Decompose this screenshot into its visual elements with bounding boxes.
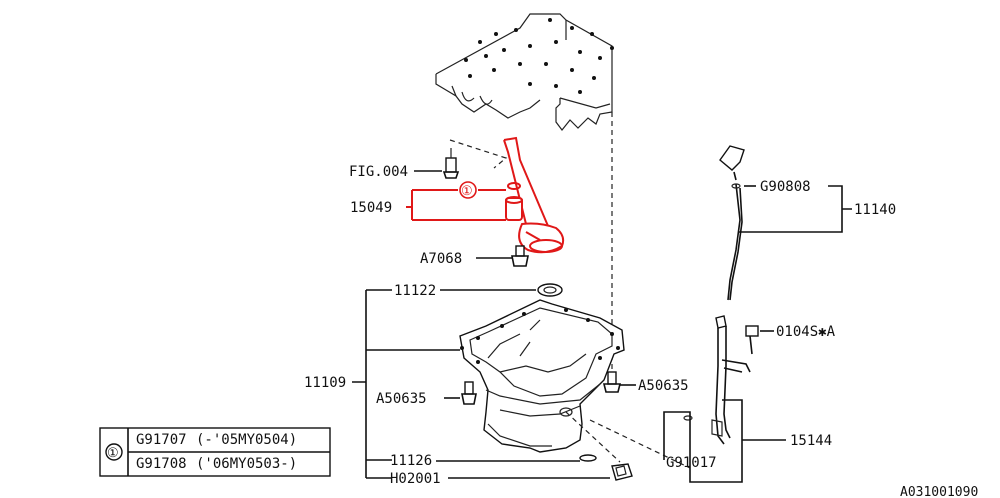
legend-row-2-range: ('06MY0503-)	[196, 456, 297, 472]
callout-fig-ref: FIG.004	[349, 164, 408, 180]
drain-washer	[579, 454, 597, 462]
engine-block-bolt-holes	[464, 18, 614, 94]
drain-alignment-line	[565, 411, 691, 469]
level-gauge	[719, 145, 745, 301]
callout-drain-washer: 11126	[390, 453, 432, 469]
pan-bolt-right	[602, 371, 622, 393]
pan-bolt-left	[461, 381, 477, 405]
callout-pan-assembly: 11109	[304, 375, 346, 391]
pan-gasket-ring	[537, 283, 563, 297]
legend-row-1-range: (-'05MY0504)	[196, 432, 297, 448]
leader-lines	[352, 170, 852, 483]
callout-strainer-bolt: A7068	[420, 251, 462, 267]
callout-pan-gasket: 11122	[394, 283, 436, 299]
alignment-line-fig	[449, 139, 508, 169]
callout-pan-bolt-right: A50635	[638, 378, 689, 394]
oil-strainer	[503, 136, 565, 254]
gauge-guide	[711, 315, 751, 445]
legend-symbol: ①	[107, 446, 119, 461]
guide-o-ring	[683, 415, 693, 421]
callout-drain-plug: H02001	[390, 471, 441, 487]
callout-guide-o-ring: G91017	[666, 455, 717, 471]
guide-bolt	[745, 325, 759, 355]
strainer-gasket-ref-marker: ①	[459, 181, 477, 199]
engine-block-outline	[435, 13, 613, 131]
callout-pan-bolt-left: A50635	[376, 391, 427, 407]
callout-strainer: 15049	[350, 200, 392, 216]
legend-row-1-part: G91707	[136, 432, 187, 448]
callout-strainer-gasket-ref: ①	[461, 184, 473, 199]
legend-row-2-part: G91708	[136, 456, 187, 472]
callout-guide-bolt: 0104S✱A	[776, 324, 836, 340]
strainer-bolt	[511, 245, 529, 267]
drain-plug	[611, 463, 633, 481]
callout-level-gauge: 11140	[854, 202, 896, 218]
callout-gauge-gasket: G90808	[760, 179, 811, 195]
strainer-o-ring	[507, 182, 521, 190]
fig-ref-bolt	[442, 148, 460, 179]
callout-gauge-guide: 15144	[790, 433, 832, 449]
legend-table: ① G91707 (-'05MY0504) G91708 ('06MY0503-…	[99, 427, 331, 477]
oil-pan	[459, 299, 625, 453]
figure-code: A031001090	[900, 485, 978, 498]
